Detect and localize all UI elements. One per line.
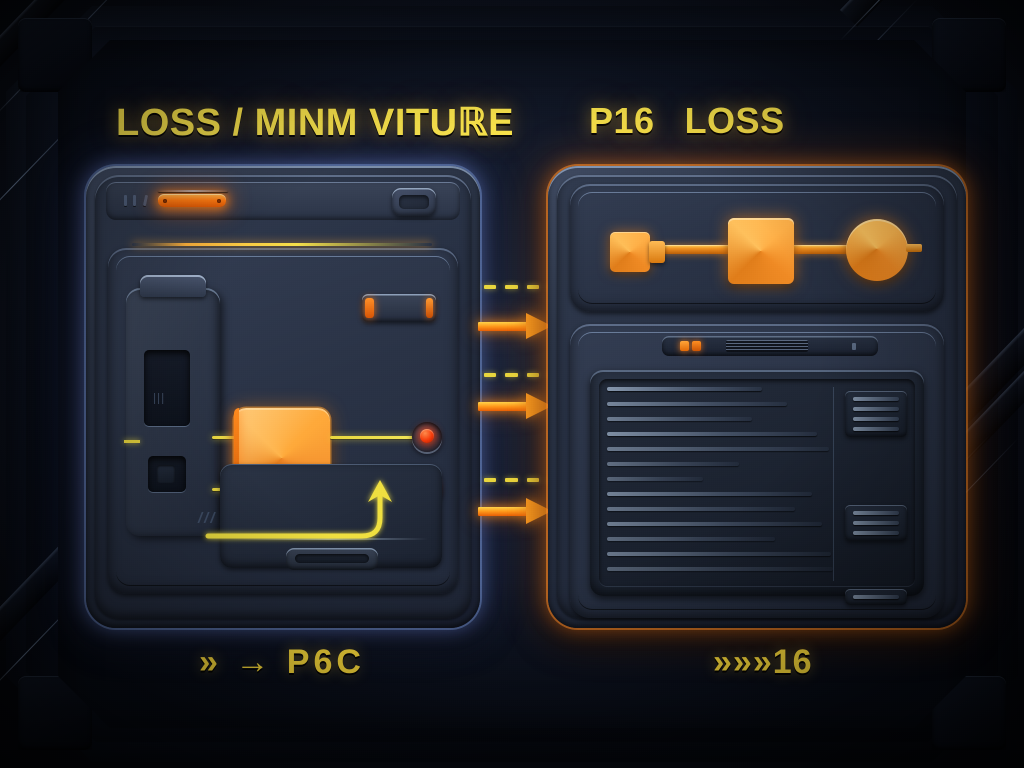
dash-seg [505,478,518,482]
document-section [570,324,944,618]
panel-handle-icon[interactable] [392,188,436,216]
tick-mark-1 [124,195,127,206]
page-title-left: LOSS / MINM VITUℝE [116,102,514,144]
dash-seg [526,478,539,482]
flow-arrow-1 [478,313,552,339]
dash-seg [526,373,539,377]
tick-mark-2 [133,195,136,206]
page-title-right-a: P16 [589,100,655,141]
flow-arrow-2 [478,393,552,419]
dash-seg [484,478,497,482]
dash-seg [505,373,518,377]
arrow-shaft [478,507,532,516]
footer-label-left: » → P6C [199,643,365,681]
dash-seg [484,373,497,377]
arrow-shaft [478,402,532,411]
page-title-right: P16 LOSS [589,100,785,142]
pipeline-section-lip [578,192,936,304]
left-panel-face: III /// [108,243,458,594]
tick-mark-3 [142,194,149,207]
diagram-source-panel[interactable]: III /// [86,166,480,628]
dash-seg [505,285,518,289]
dash-seg [484,285,497,289]
pipeline-section [570,184,944,312]
accent-line-yellow [132,243,432,246]
dash-seg [526,285,539,289]
orange-status-bar [158,194,226,207]
panel-screwline-top [158,190,228,192]
footer-label-right: »»»16 [713,643,813,681]
left-face-lip [116,256,450,586]
flow-arrow-3 [478,498,552,524]
left-panel-top-bar [106,182,460,220]
diagram-target-panel[interactable] [548,166,966,628]
arrow-shaft [478,322,532,331]
page-title-right-b: LOSS [684,100,785,141]
document-section-lip [578,332,936,610]
